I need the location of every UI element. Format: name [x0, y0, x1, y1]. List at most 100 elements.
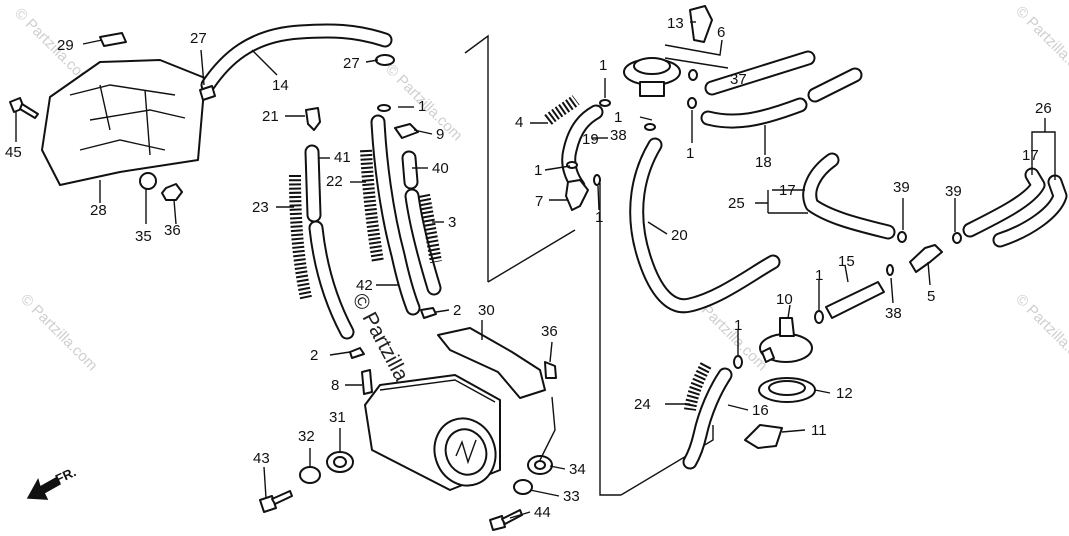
bracket-11-part — [744, 424, 783, 449]
callout-32: 32 — [298, 428, 315, 445]
hose-22-part — [360, 149, 384, 263]
callout-18: 18 — [755, 154, 772, 171]
clip-27-part — [199, 85, 216, 101]
callout-14: 14 — [272, 77, 289, 94]
callout-1: 1 — [595, 209, 603, 226]
bolt-44-part — [489, 509, 523, 531]
callout-9: 9 — [436, 126, 444, 143]
callout-3: 3 — [448, 214, 456, 231]
hose-25-part — [802, 152, 896, 240]
clamp-2-part — [349, 347, 365, 359]
joint-5-part — [909, 244, 943, 273]
callout-11: 11 — [811, 422, 827, 439]
callout-4: 4 — [515, 114, 523, 131]
callout-37: 37 — [730, 71, 747, 88]
callout-43: 43 — [253, 450, 270, 467]
clip-1-part — [814, 310, 824, 324]
leader-lines — [15, 21, 1056, 519]
arrow-left-down-icon — [26, 477, 62, 500]
clip-1-part — [733, 355, 743, 369]
watermark-site: © Partzilla.com — [17, 291, 100, 374]
callout-1: 1 — [599, 57, 607, 74]
hose-20-part — [629, 137, 781, 314]
hose-19-part — [561, 104, 604, 194]
callout-1: 1 — [418, 98, 426, 115]
clip-38-part — [886, 264, 894, 276]
callout-17: 17 — [779, 182, 796, 199]
hose-15-part — [825, 281, 885, 319]
clip-1-part — [599, 99, 611, 107]
direction-label: FR. — [53, 464, 78, 486]
callout-39: 39 — [893, 179, 910, 196]
hose-16-part — [682, 367, 733, 470]
callout-30: 30 — [478, 302, 495, 319]
watermark-site: © Partzilla.com — [1012, 291, 1069, 374]
callout-34: 34 — [569, 461, 586, 478]
callout-36: 36 — [541, 323, 558, 340]
hose-4-part — [544, 95, 580, 125]
callout-20: 20 — [671, 227, 688, 244]
callout-23: 23 — [252, 199, 269, 216]
callout-10: 10 — [776, 291, 793, 308]
clip-1-part — [687, 97, 697, 109]
callout-26: 26 — [1035, 100, 1052, 117]
clip-38-part — [644, 123, 656, 131]
callout-6: 6 — [717, 24, 725, 41]
bolt-45-part — [9, 97, 39, 119]
callout-5: 5 — [927, 288, 935, 305]
callout-38: 38 — [610, 127, 627, 144]
clamp-9-part — [394, 123, 419, 139]
hose-41-part — [304, 144, 355, 340]
callout-8: 8 — [331, 377, 339, 394]
callout-33: 33 — [563, 488, 580, 505]
hose-40-part — [401, 150, 442, 296]
front-direction-indicator: FR. — [26, 464, 78, 500]
clip-27-part — [375, 54, 395, 66]
heat-shield-part — [41, 32, 206, 186]
callout-45: 45 — [5, 144, 22, 161]
clip-39-part — [897, 231, 907, 243]
callout-28: 28 — [90, 202, 107, 219]
washer-35-part — [139, 172, 157, 190]
callout-16: 16 — [752, 402, 769, 419]
pipe-8-part — [361, 369, 373, 395]
callout-27: 27 — [343, 55, 360, 72]
clip-1-part — [593, 174, 601, 186]
bracket-13-part — [689, 5, 713, 43]
callout-15: 15 — [838, 253, 855, 270]
hose-23-part — [289, 174, 312, 300]
hose-18-part — [700, 50, 863, 129]
callout-25: 25 — [728, 195, 745, 212]
clamp-2-part — [420, 307, 437, 319]
callout-13: 13 — [667, 15, 684, 32]
callout-7: 7 — [535, 193, 543, 210]
collar-32-part — [299, 466, 321, 484]
air-cut-valve-part — [623, 5, 713, 97]
clip-1-part — [566, 161, 578, 169]
callout-38: 38 — [885, 305, 902, 322]
joint-7-part — [565, 179, 589, 211]
valve-10-part — [759, 317, 813, 363]
grommet-29-part — [99, 32, 127, 47]
clip-39-part — [952, 232, 962, 244]
callout-1: 1 — [534, 162, 542, 179]
callout-21: 21 — [262, 108, 279, 125]
callout-1: 1 — [614, 109, 622, 126]
callout-12: 12 — [836, 385, 853, 402]
nut-36-part — [544, 361, 557, 379]
callout-29: 29 — [57, 37, 74, 54]
callout-40: 40 — [432, 160, 449, 177]
callout-42: 42 — [356, 277, 373, 294]
callout-27: 27 — [190, 30, 207, 47]
callout-22: 22 — [326, 173, 343, 190]
grommet-34-part — [527, 455, 553, 475]
callout-39: 39 — [945, 183, 962, 200]
callout-1: 1 — [734, 317, 742, 334]
spring-3-part — [418, 193, 442, 264]
callout-19: 19 — [582, 131, 599, 148]
callout-31: 31 — [329, 409, 346, 426]
callout-35: 35 — [135, 228, 152, 245]
grommet-31-part — [326, 451, 354, 473]
callout-1: 1 — [686, 145, 694, 162]
collar-33-part — [513, 479, 533, 495]
